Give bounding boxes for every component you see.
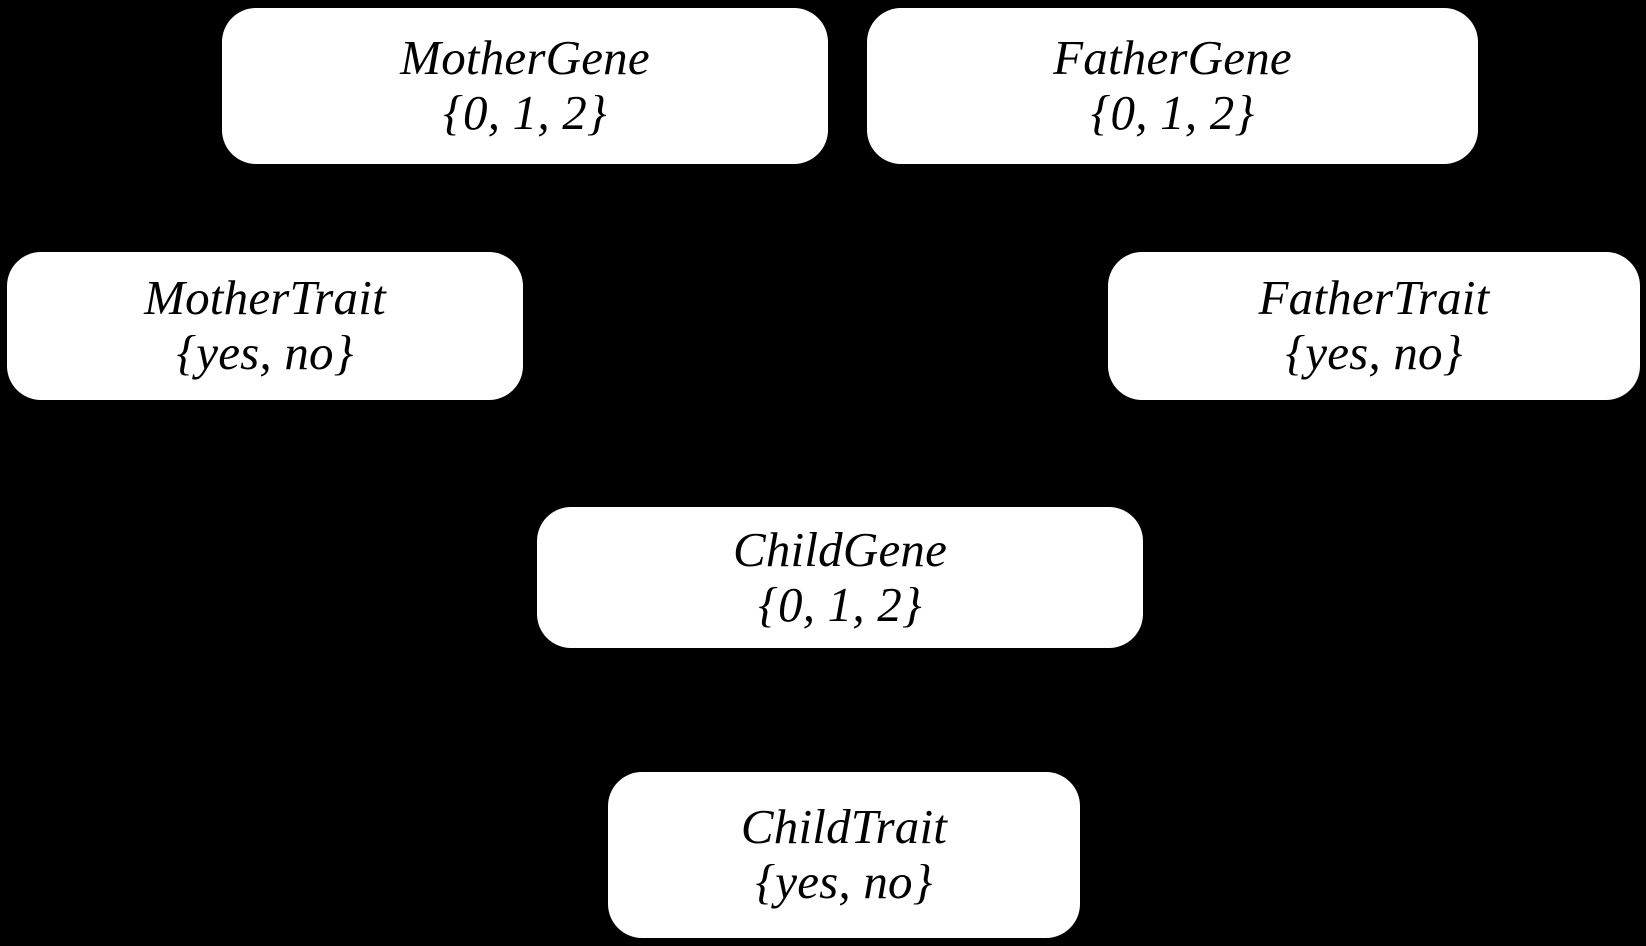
node-title: FatherGene	[1053, 30, 1292, 86]
node-title: ChildGene	[732, 521, 948, 577]
node-domain: {yes, no}	[755, 854, 933, 909]
node-domain: {yes, no}	[176, 325, 354, 380]
node-child-trait[interactable]: ChildTrait {yes, no}	[608, 772, 1080, 938]
node-domain: {0, 1, 2}	[1090, 85, 1255, 140]
node-father-gene[interactable]: FatherGene {0, 1, 2}	[867, 8, 1478, 164]
node-child-gene[interactable]: ChildGene {0, 1, 2}	[537, 507, 1143, 648]
node-domain: {yes, no}	[1285, 325, 1463, 380]
node-title: MotherTrait	[144, 270, 386, 326]
node-mother-trait[interactable]: MotherTrait {yes, no}	[7, 252, 523, 400]
node-father-trait[interactable]: FatherTrait {yes, no}	[1108, 252, 1640, 400]
node-domain: {0, 1, 2}	[443, 85, 607, 140]
node-title: MotherGene	[400, 30, 650, 86]
node-title: ChildTrait	[740, 799, 948, 855]
node-title: FatherTrait	[1258, 270, 1490, 326]
node-domain: {0, 1, 2}	[758, 576, 922, 632]
node-mother-gene[interactable]: MotherGene {0, 1, 2}	[222, 8, 828, 164]
